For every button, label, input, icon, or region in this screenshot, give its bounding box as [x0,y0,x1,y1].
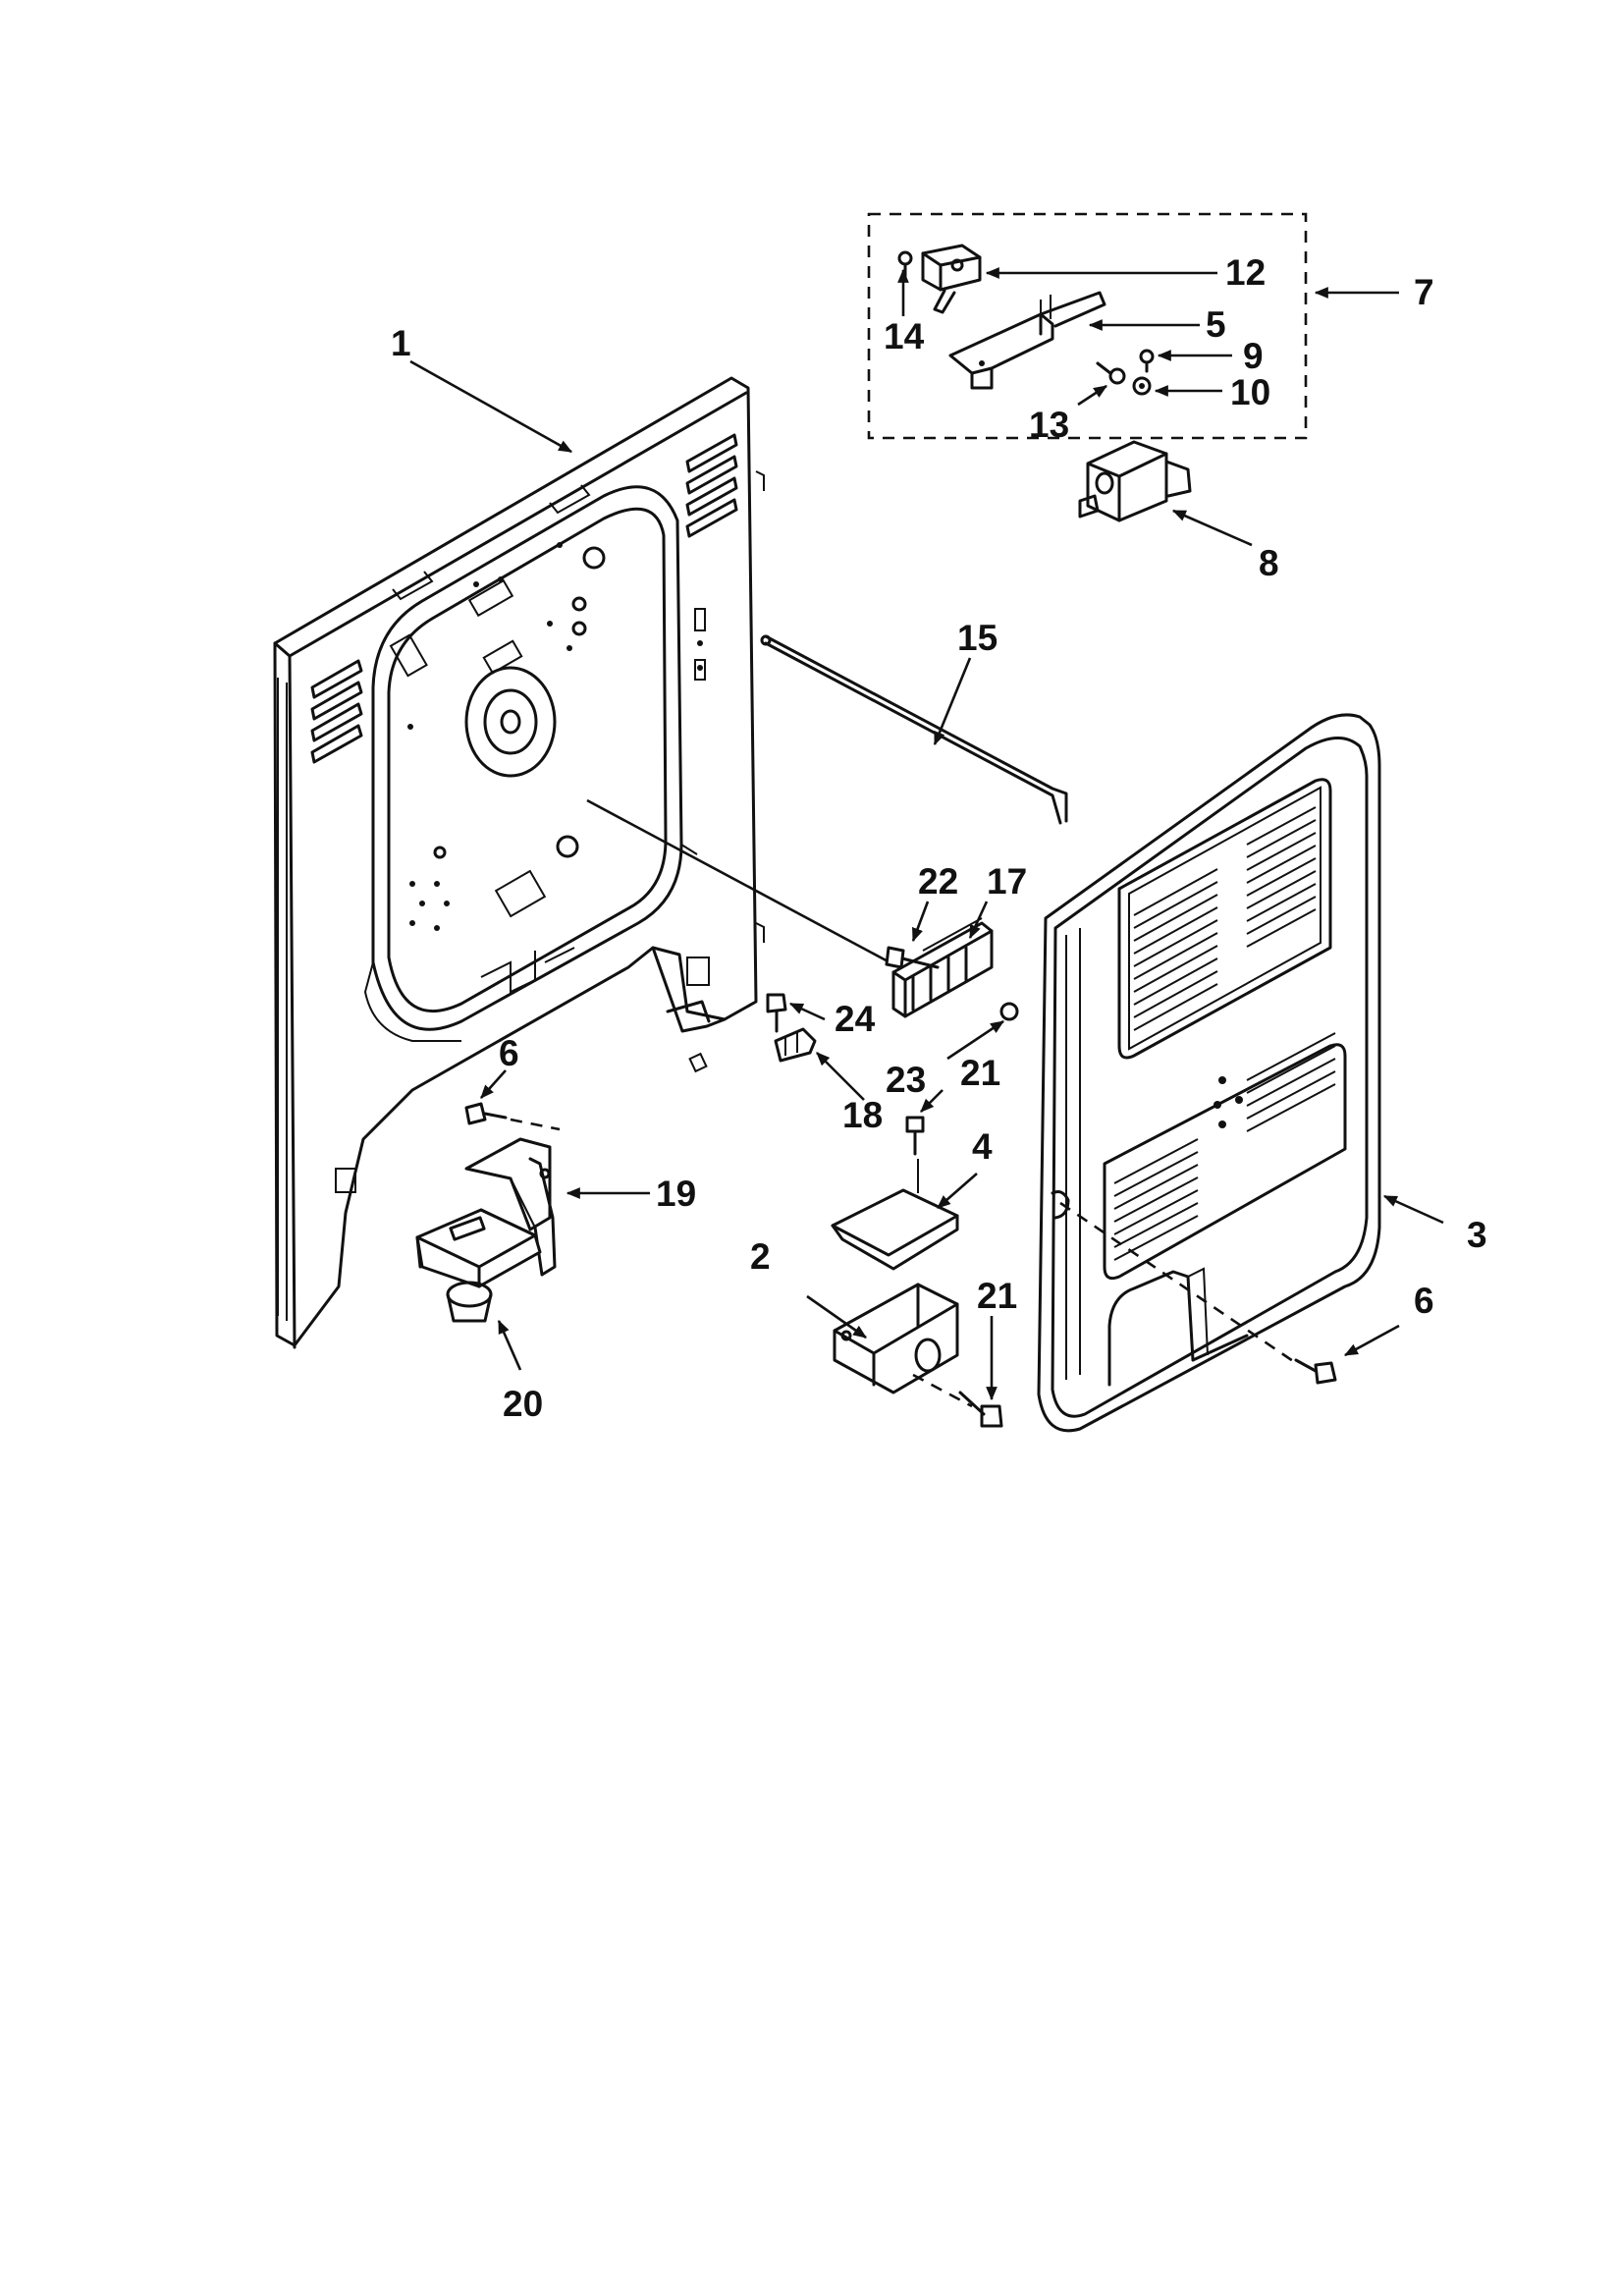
callout-14: 14 [884,316,925,356]
callout-9: 9 [1243,336,1264,376]
callout-6-right: 6 [1414,1281,1434,1321]
screw-part-9 [1139,349,1155,373]
plate-part-4 [831,1159,959,1271]
callout-4: 4 [972,1126,993,1167]
screw-part-13 [1096,361,1126,385]
callout-1: 1 [391,323,411,363]
screw-part-22 [885,946,940,969]
callout-2: 2 [750,1236,771,1277]
callout-19: 19 [656,1174,696,1214]
cover-part-20 [415,1208,542,1323]
callout-labels: 1 2 3 4 5 6 6 7 8 9 10 12 13 14 15 17 18… [391,252,1487,1424]
nut-part-23 [999,1002,1019,1021]
nut-part-10 [1132,376,1152,396]
callout-23: 23 [886,1060,926,1100]
screw-part-14 [897,250,913,279]
screw-part-6-left [464,1102,508,1125]
callout-3: 3 [1467,1215,1487,1255]
callout-7: 7 [1414,272,1434,312]
callout-12: 12 [1225,252,1266,293]
switch-part-12 [921,244,982,314]
callout-13: 13 [1029,405,1069,445]
screw-part-24 [766,993,787,1033]
rear-cover-part-3 [1037,713,1381,1433]
callout-5: 5 [1206,304,1226,345]
callout-17: 17 [987,861,1027,902]
callout-20: 20 [503,1384,543,1424]
callout-21-upper: 21 [960,1053,1000,1093]
callout-21-lower: 21 [977,1276,1017,1316]
rear-panel-part-1 [273,376,765,1349]
bracket-part-19 [464,1137,557,1277]
bracket-part-5 [948,291,1106,390]
callout-6-left: 6 [499,1033,519,1073]
terminal-block-part-17 [891,917,994,1018]
screw-part-6-right [1294,1358,1337,1385]
callout-8: 8 [1259,543,1279,583]
clip-part-18 [774,1027,817,1063]
rod-part-15 [760,634,1068,825]
callout-18: 18 [842,1095,883,1135]
screw-part-21-upper [905,1116,925,1156]
bracket-part-2 [833,1283,959,1394]
callout-10: 10 [1230,372,1270,412]
callout-22: 22 [918,861,958,902]
screw-part-21-lower [958,1391,1003,1428]
callout-15: 15 [957,618,998,658]
callout-24: 24 [835,999,876,1039]
solenoid-part-8 [1078,440,1192,522]
leader-lines [409,267,1444,1401]
